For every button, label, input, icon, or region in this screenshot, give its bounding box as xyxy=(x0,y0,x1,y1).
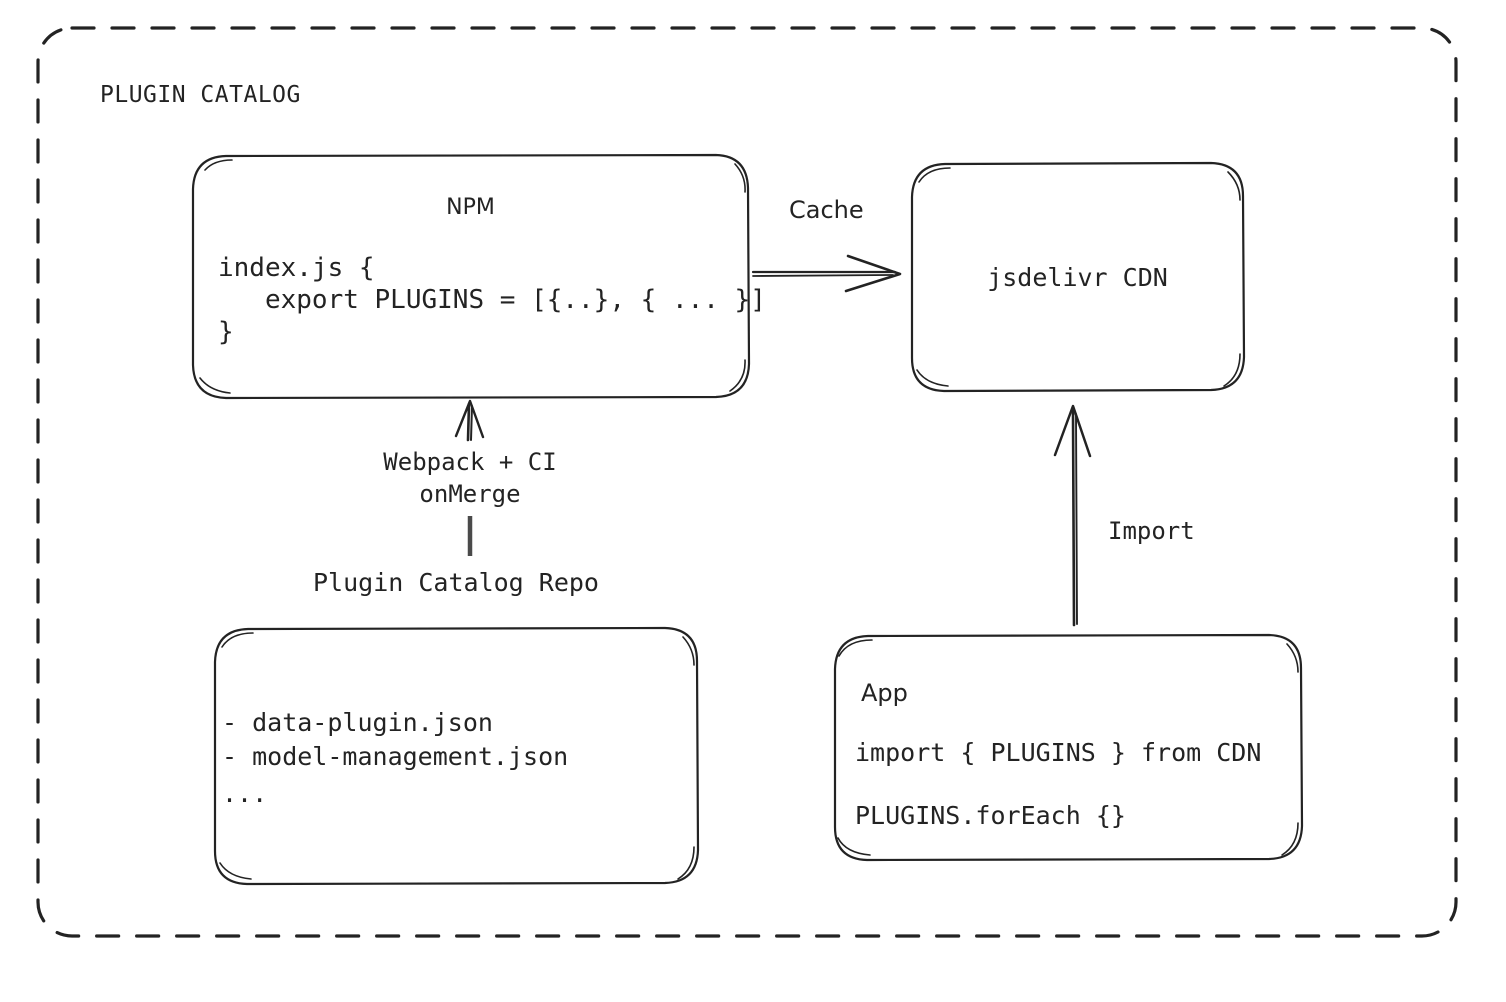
app-code-line: PLUGINS.forEach {} xyxy=(855,801,1126,830)
npm-code-line: } xyxy=(218,317,234,347)
cache-edge-label: Cache xyxy=(789,196,864,224)
repo-node-caption: Plugin Catalog Repo xyxy=(313,568,599,597)
repo-list-item: - data-plugin.json xyxy=(222,708,493,737)
repo-list-item: ... xyxy=(222,779,268,808)
npm-node-title: NPM xyxy=(446,195,495,220)
npm-code-line: export PLUGINS = [{..}, { ... }] xyxy=(218,285,766,315)
group-title: PLUGIN CATALOG xyxy=(100,82,301,108)
repo-list-item: - model-management.json xyxy=(222,742,569,771)
build-edge-label: onMerge xyxy=(419,480,521,508)
cache-arrow xyxy=(751,254,902,293)
app-node-title: App xyxy=(861,679,908,707)
import-arrow xyxy=(1053,404,1092,627)
app-code-line: import { PLUGINS } from CDN xyxy=(855,738,1262,767)
import-edge-label: Import xyxy=(1108,517,1195,545)
build-arrow xyxy=(454,399,485,556)
cdn-node-title: jsdelivr CDN xyxy=(987,263,1168,292)
build-edge-label: Webpack + CI xyxy=(383,448,557,476)
npm-code-line: index.js { xyxy=(218,253,375,283)
